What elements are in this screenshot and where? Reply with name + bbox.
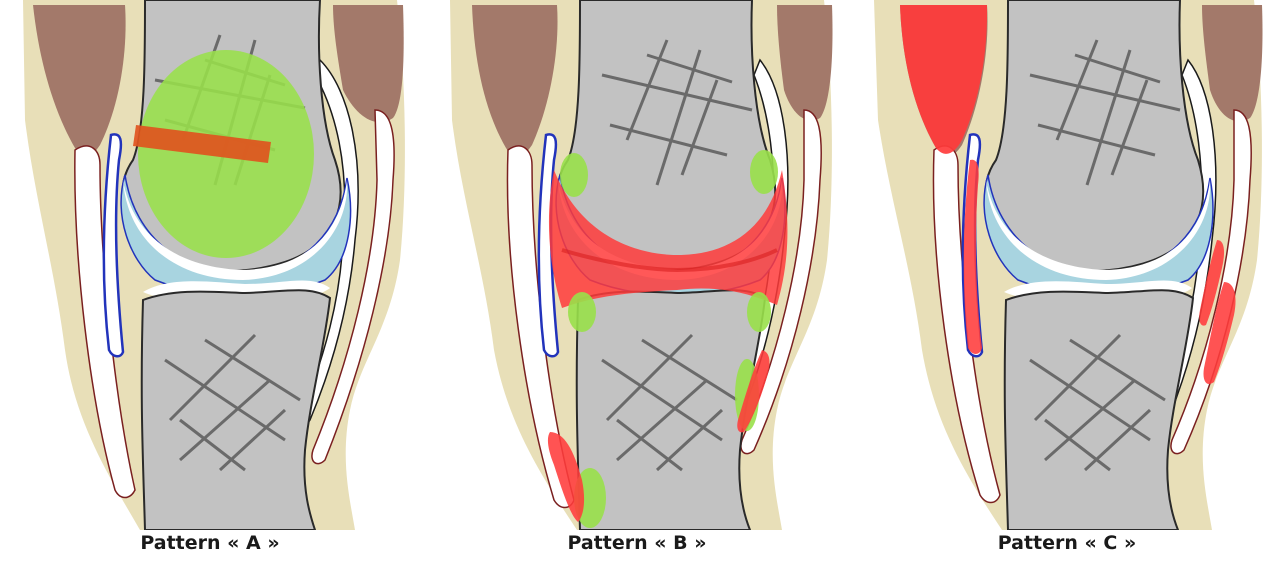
caption-pattern-b: Pattern « B » — [432, 532, 842, 554]
femur — [986, 0, 1204, 271]
tibia — [1005, 290, 1193, 530]
panel-pattern-a: Pattern « A » — [5, 0, 415, 572]
knee-diagram-b — [432, 0, 842, 530]
osteophyte-green — [750, 150, 778, 194]
caption-pattern-a: Pattern « A » — [5, 532, 415, 554]
caption-pattern-c: Pattern « C » — [862, 532, 1272, 554]
osteophyte-green — [560, 153, 588, 197]
knee-diagram-c — [862, 0, 1272, 530]
osteophyte-green — [747, 292, 771, 332]
panel-pattern-b: Pattern « B » — [432, 0, 842, 572]
knee-diagram-a — [5, 0, 415, 530]
panel-pattern-c: Pattern « C » — [862, 0, 1272, 572]
osteophyte-green — [568, 292, 596, 332]
